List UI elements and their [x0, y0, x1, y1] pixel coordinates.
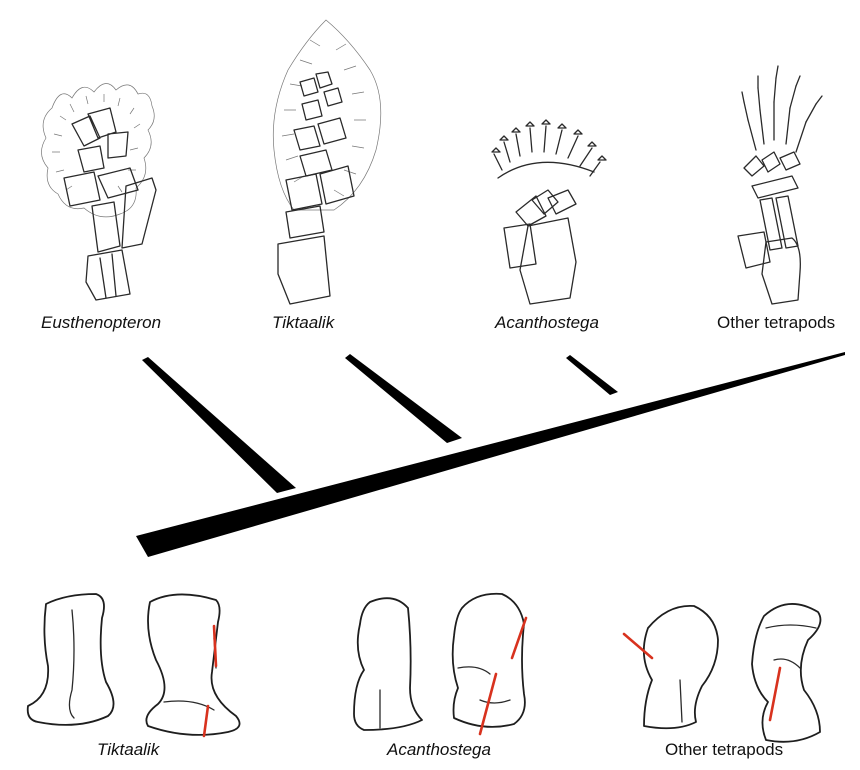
acanthostega-red-marker-1 [512, 618, 526, 658]
branch-tiktaalik [345, 354, 462, 443]
bottom-label-acanthostega: Acanthostega [386, 740, 491, 759]
cladogram [136, 352, 845, 557]
acanthostega-limb-icon [492, 120, 606, 304]
label-tiktaalik: Tiktaalik [272, 313, 336, 332]
tetrapod-red-marker-1 [624, 634, 652, 658]
tiktaalik-humerus-dorsal-icon [28, 594, 114, 725]
tiktaalik-red-marker-2 [204, 706, 208, 736]
label-other-tetrapods: Other tetrapods [717, 313, 835, 332]
acanthostega-humerus-icons [354, 594, 526, 734]
acanthostega-humerus-ventral-icon [453, 594, 525, 727]
label-eusthenopteron: Eusthenopteron [41, 313, 161, 332]
bottom-label-tiktaalik: Tiktaalik [97, 740, 161, 759]
eusthenopteron-fin-icon [41, 83, 156, 300]
acanthostega-red-marker-2 [480, 674, 496, 734]
tiktaalik-humerus-icons [28, 594, 240, 736]
branch-acanthostega [566, 355, 618, 395]
tiktaalik-humerus-ventral-icon [146, 594, 239, 734]
label-acanthostega: Acanthostega [494, 313, 599, 332]
tetrapod-red-marker-2 [770, 668, 780, 720]
branch-eusthenopteron [142, 357, 296, 493]
bottom-label-other-tetrapods: Other tetrapods [665, 740, 783, 759]
acanthostega-humerus-dorsal-icon [354, 598, 422, 730]
tiktaalik-fin-icon [273, 20, 381, 304]
tetrapod-limb-icon [738, 66, 822, 304]
tetrapod-humerus-icons [624, 604, 820, 742]
